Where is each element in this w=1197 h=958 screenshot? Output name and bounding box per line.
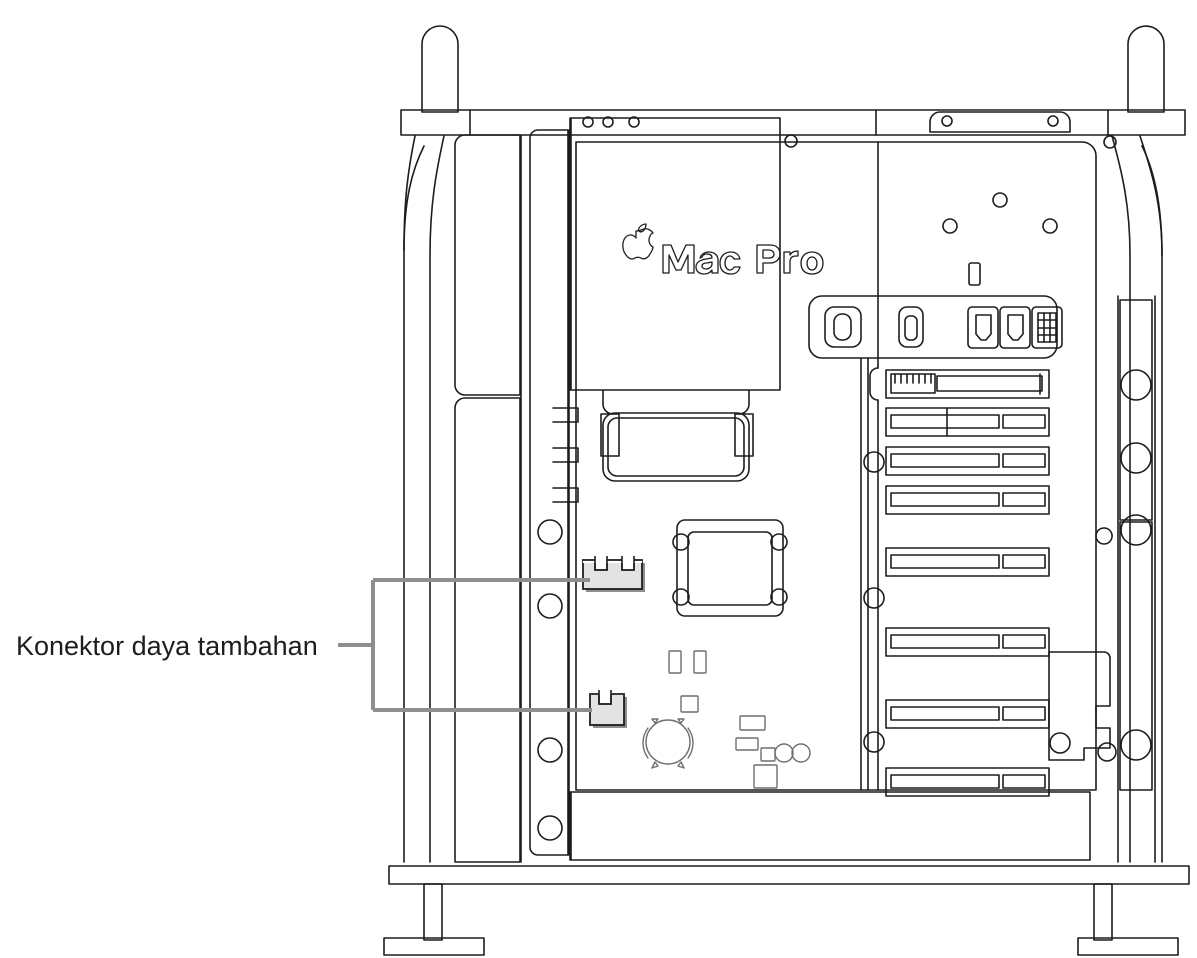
io-port-panel: [808, 295, 1063, 791]
handle-right: [1127, 25, 1165, 113]
pcie-slot: [885, 767, 1050, 797]
pcie-slot: [885, 446, 1050, 476]
usb-c-port: [898, 306, 924, 348]
board-components: [668, 650, 811, 789]
audio-jack-port: [824, 306, 862, 348]
pcie-slot: [885, 627, 1050, 657]
foot-right: [1077, 883, 1179, 956]
base-bar: [388, 865, 1190, 885]
board-mounting-holes: [942, 192, 1058, 286]
ethernet-port: [1031, 306, 1063, 349]
chip: [791, 743, 811, 763]
left-rail: [529, 129, 570, 856]
handle-left: [421, 25, 459, 113]
capacitor: [668, 650, 682, 674]
chassis-group: [383, 25, 1190, 956]
pcie-slot: [885, 547, 1050, 577]
callout-leader: [338, 578, 592, 712]
resistor: [739, 715, 766, 731]
expansion-card-bracket: [1048, 651, 1117, 762]
power-connector-upper[interactable]: [582, 555, 645, 592]
pcie-slot: [885, 407, 1050, 437]
coin-battery: [642, 718, 694, 769]
pcie-slot: [885, 485, 1050, 515]
power-connector-lower[interactable]: [589, 689, 627, 728]
foot-left: [383, 883, 485, 956]
pcie-slot: [885, 369, 1050, 399]
leg-right: [1111, 135, 1163, 863]
hdmi-port-2: [999, 306, 1031, 349]
board-top-bracket: [929, 111, 1071, 133]
bottom-shelf: [569, 791, 1091, 861]
leg-left: [403, 135, 445, 863]
pcie-slot: [885, 699, 1050, 729]
chip: [680, 695, 699, 713]
callout-label-text: Konektor daya tambahan: [16, 631, 318, 661]
cpu-socket: [672, 519, 788, 617]
logic-board: [575, 134, 1117, 791]
chip: [774, 743, 794, 763]
capacitor: [693, 650, 707, 674]
chip: [753, 764, 778, 789]
pcie-slot-column: [863, 141, 1050, 797]
left-side-panel: [454, 134, 522, 863]
mac-pro-wordmark: [622, 223, 824, 275]
rail-tabs: [552, 407, 579, 503]
right-rail: [1095, 295, 1156, 863]
resistor: [735, 737, 759, 751]
psu-module: [600, 389, 754, 482]
hdmi-port-1: [967, 306, 999, 349]
